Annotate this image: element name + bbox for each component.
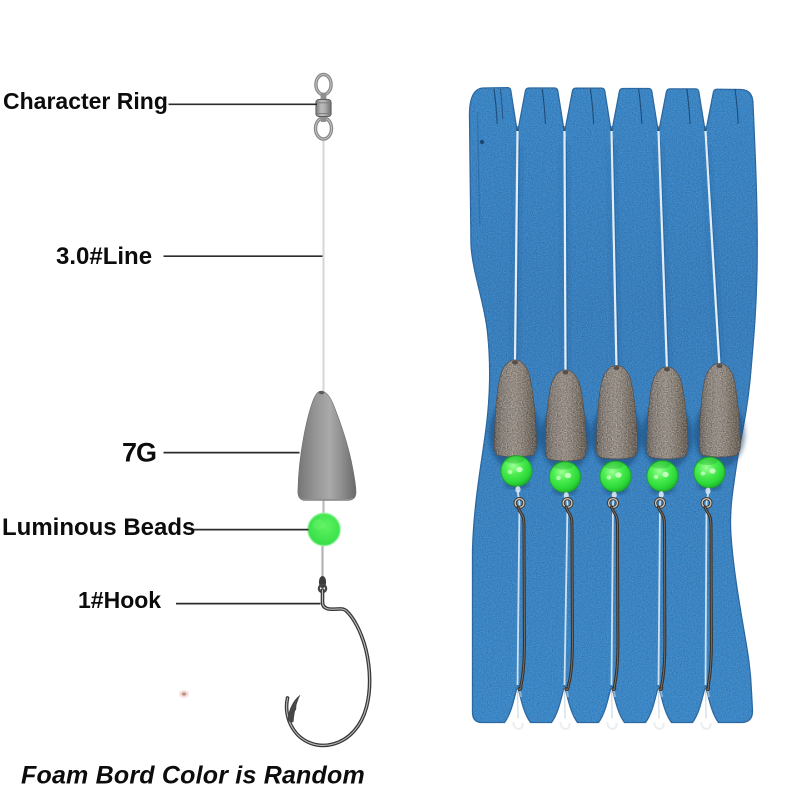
svg-text:Character Ring: Character Ring (3, 88, 168, 114)
svg-text:3.0#Line: 3.0#Line (56, 243, 152, 270)
svg-text:7G: 7G (122, 438, 156, 468)
svg-text:Luminous Beads: Luminous Beads (2, 514, 195, 541)
svg-text:1#Hook: 1#Hook (78, 587, 161, 613)
svg-text:Foam Bord Color is Random: Foam Bord Color is Random (21, 762, 365, 790)
